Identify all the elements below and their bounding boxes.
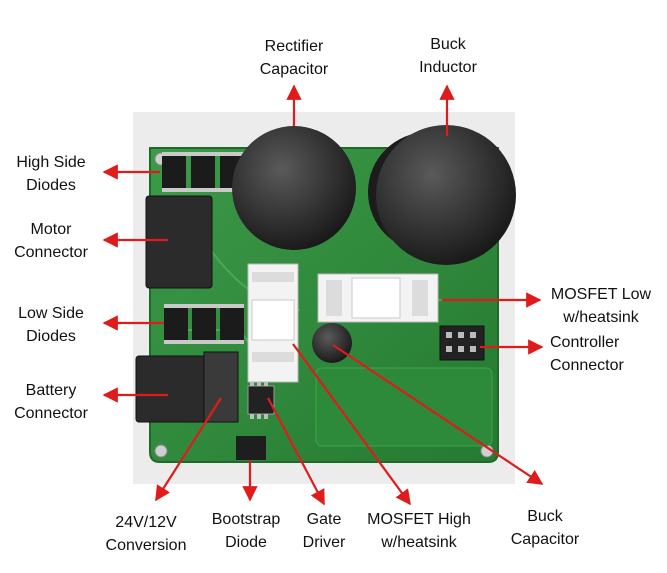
label-mosfet-low: MOSFET Low w/heatsink <box>540 283 662 329</box>
motor-connector <box>146 196 212 288</box>
label-low-side-diodes: Low Side Diodes <box>2 302 100 348</box>
label-mosfet-high: MOSFET High w/heatsink <box>358 508 480 554</box>
label-gate-driver: Gate Driver <box>284 508 364 554</box>
mosfet-low-heatsink <box>318 274 438 322</box>
low-side-diodes <box>164 304 244 344</box>
label-motor-connector: Motor Connector <box>2 218 100 264</box>
conversion-ic <box>236 436 266 460</box>
label-bootstrap-diode: Bootstrap Diode <box>196 508 296 554</box>
label-battery-connector: Battery Connector <box>2 379 100 425</box>
battery-connector <box>136 352 238 422</box>
label-controller-connector: Controller Connector <box>550 331 662 377</box>
mosfet-high-heatsink <box>248 264 298 382</box>
label-buck-capacitor: Buck Capacitor <box>495 505 595 551</box>
rectifier-capacitor <box>232 126 356 250</box>
high-side-diodes <box>162 152 244 192</box>
label-buck-inductor: Buck Inductor <box>398 33 498 79</box>
controller-connector <box>440 326 484 360</box>
label-rectifier-capacitor: Rectifier Capacitor <box>244 35 344 81</box>
label-high-side-diodes: High Side Diodes <box>2 151 100 197</box>
label-conversion: 24V/12V Conversion <box>96 511 196 557</box>
buck-capacitor <box>312 323 352 363</box>
